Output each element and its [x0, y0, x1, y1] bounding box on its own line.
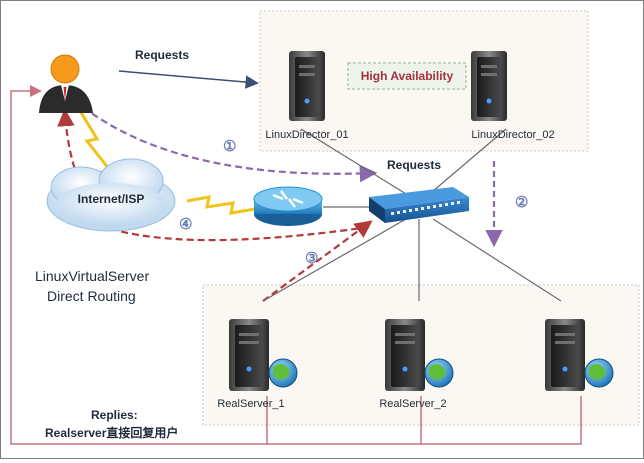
internet-label: Internet/ISP: [78, 192, 145, 206]
wireless-link-cloud: [186, 195, 256, 215]
lvs-title-line1: LinuxVirtualServer: [35, 268, 149, 284]
realserver-1-icon: [229, 319, 298, 391]
switch-icon: [369, 187, 469, 223]
lvs-title-line2: Direct Routing: [47, 288, 136, 304]
high-availability-label: High Availability: [361, 69, 454, 83]
director-01-server-icon: [289, 51, 325, 121]
requests-arrow: [118, 70, 259, 89]
wireless-link-user: [77, 108, 111, 170]
step-2-marker: ②: [515, 194, 528, 211]
realserver-1-label: RealServer_1: [217, 398, 284, 410]
router-icon: [253, 186, 323, 226]
step-1-marker: ①: [223, 138, 236, 155]
internet-cloud-icon: [46, 158, 176, 232]
step1-path: [82, 106, 378, 183]
reply-path: [10, 85, 582, 445]
requests-top-label: Requests: [135, 48, 189, 62]
director-02-label: LinuxDirector_02: [471, 129, 554, 141]
step-4-marker: ④: [179, 216, 192, 233]
replies-detail-label: Realserver直接回复用户: [45, 425, 178, 440]
high-availability-link: [347, 62, 467, 90]
replies-label: Replies:: [91, 408, 138, 422]
switch-links: [262, 128, 562, 302]
director-01-label: LinuxDirector_01: [265, 129, 348, 141]
requests-switch-label: Requests: [387, 158, 441, 172]
realserver-3-icon: [545, 319, 614, 391]
director-02-server-icon: [471, 51, 507, 121]
step-3-marker: ③: [305, 250, 318, 267]
realserver-2-icon: [385, 319, 454, 391]
user-avatar-icon: [39, 54, 93, 113]
realserver-2-label: RealServer_2: [379, 398, 446, 410]
